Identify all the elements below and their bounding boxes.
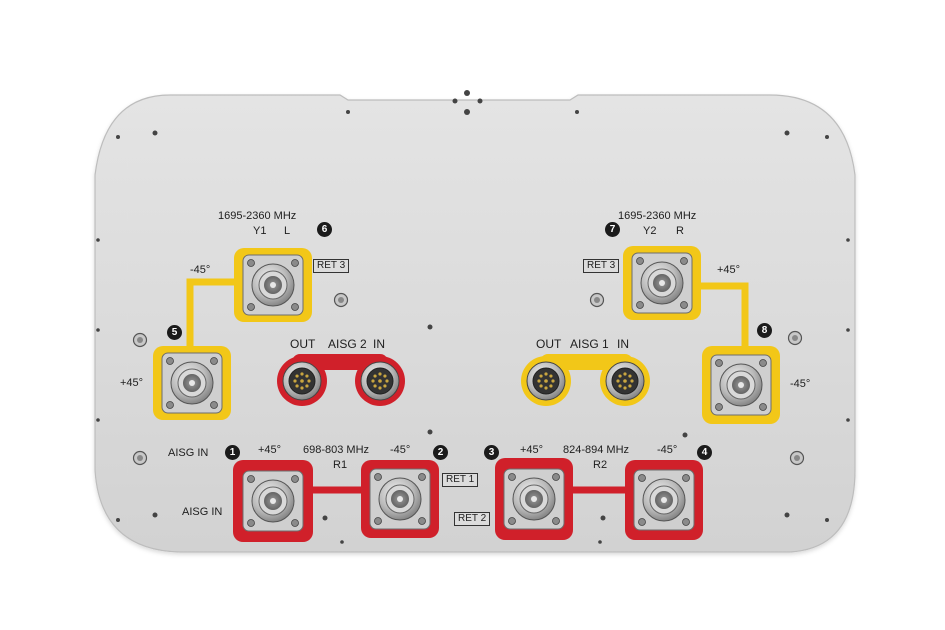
aisg1-label: AISG 1 [570, 337, 609, 351]
rf-connector-port-2[interactable] [369, 468, 431, 530]
in-label-left: IN [373, 337, 385, 351]
aisg-connectors [282, 361, 645, 401]
rf-connector-port-7[interactable] [631, 252, 693, 314]
ret3-label-right: RET 3 [583, 259, 620, 273]
rf-connector-port-8[interactable] [710, 354, 772, 416]
y1-label: Y1 [253, 225, 267, 237]
port-number-2: 2 [433, 445, 448, 460]
rf-connectors [161, 252, 772, 532]
yellow-band-right [700, 282, 749, 352]
aisg-connector-aisg2-out[interactable] [282, 361, 322, 401]
minus45-label-top-left: -45° [190, 264, 211, 276]
rf-connector-port-3[interactable] [503, 468, 565, 530]
minus45-label-r1: -45° [390, 444, 411, 456]
rf-connector-port-6[interactable] [242, 254, 304, 316]
plus45-label-r1: +45° [258, 444, 282, 456]
panel-body [94, 94, 856, 553]
y2-label: Y2 [643, 225, 657, 237]
ret2-label: RET 2 [454, 512, 491, 526]
panel-screws [96, 90, 850, 544]
port-number-7: 7 [605, 222, 620, 237]
aisg-in-label-top: AISG IN [168, 447, 209, 459]
ground-bolts [132, 292, 805, 466]
plus45-label-top-right: +45° [717, 264, 741, 276]
freq-label-high-left: 1695-2360 MHz [218, 210, 297, 222]
rf-connector-port-5[interactable] [161, 352, 223, 414]
port-number-5: 5 [167, 325, 182, 340]
in-label-right: IN [617, 337, 629, 351]
port-number-8: 8 [757, 323, 772, 338]
port-number-3: 3 [484, 445, 499, 460]
plus45-label-r2: +45° [520, 444, 544, 456]
ret3-label-left: RET 3 [313, 259, 350, 273]
aisg-in-label-bottom: AISG IN [182, 506, 223, 518]
r2-label: R2 [593, 459, 608, 471]
out-label-left: OUT [290, 337, 316, 351]
minus45-label-r2: -45° [657, 444, 678, 456]
freq-label-r2: 824-894 MHz [563, 444, 630, 456]
l-label: L [284, 225, 291, 237]
port-number-4: 4 [697, 445, 712, 460]
aisg-connector-aisg1-out[interactable] [526, 361, 566, 401]
freq-label-high-right: 1695-2360 MHz [618, 210, 697, 222]
r1-label: R1 [333, 459, 348, 471]
rf-connector-port-1[interactable] [242, 470, 304, 532]
port-number-6: 6 [317, 222, 332, 237]
port-number-1: 1 [225, 445, 240, 460]
yellow-band-left [186, 278, 240, 352]
aisg2-label: AISG 2 [328, 337, 367, 351]
minus45-label-mid-right: -45° [790, 378, 811, 390]
aisg-connector-aisg1-in[interactable] [605, 361, 645, 401]
rf-connector-port-4[interactable] [633, 469, 695, 531]
out-label-right: OUT [536, 337, 562, 351]
aisg-connector-aisg2-in[interactable] [360, 361, 400, 401]
ret1-label: RET 1 [442, 473, 479, 487]
r-label: R [676, 225, 684, 237]
freq-label-r1: 698-803 MHz [303, 444, 370, 456]
plus45-label-mid-left: +45° [120, 377, 144, 389]
